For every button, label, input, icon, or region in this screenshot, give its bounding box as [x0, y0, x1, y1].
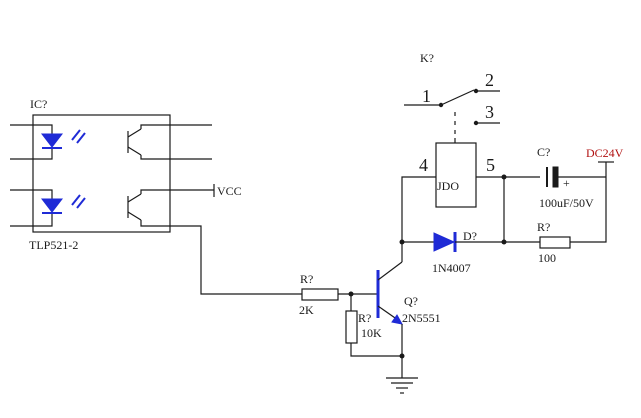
- resistor-base-ref: R?: [300, 272, 313, 286]
- diode-part: 1N4007: [432, 261, 471, 275]
- capacitor: + C? 100uF/50V: [537, 145, 594, 210]
- resistor-pulldown-ref: R?: [358, 311, 371, 325]
- capacitor-plus: +: [563, 176, 570, 190]
- relay-pin-1: 1: [422, 86, 431, 106]
- optocoupler-ref: IC?: [30, 97, 47, 111]
- capacitor-value: 100uF/50V: [539, 196, 594, 210]
- resistor-series-value: 100: [538, 251, 556, 265]
- relay-pin-2: 2: [485, 70, 494, 90]
- resistor-pulldown-value: 10K: [361, 326, 382, 340]
- phototransistor-channel-2: [127, 189, 170, 227]
- resistor-base: R? 2K: [299, 272, 378, 317]
- supply-dc24v: DC24V: [586, 146, 624, 177]
- junction-emitter: [399, 353, 405, 359]
- ground-icon: [386, 377, 418, 394]
- led-channel-2: [33, 189, 86, 227]
- resistor-series-ref: R?: [537, 220, 550, 234]
- capacitor-ref: C?: [537, 145, 550, 159]
- diode-ref: D?: [463, 229, 477, 243]
- optocoupler: IC? TLP521-2: [10, 97, 212, 252]
- resistor-series: R? 100: [537, 177, 607, 265]
- optocoupler-body: [32, 114, 171, 233]
- optocoupler-part: TLP521-2: [29, 238, 78, 252]
- relay-coil-body: [435, 142, 477, 208]
- transistor-ref: Q?: [404, 294, 418, 308]
- relay-pin-3: 3: [485, 102, 494, 122]
- diode-flyback: D? 1N4007: [402, 229, 540, 275]
- led-channel-1: [33, 124, 86, 160]
- relay-ref: K?: [420, 51, 434, 65]
- resistor-pulldown: R? 10K: [345, 294, 402, 357]
- transistor-part: 2N5551: [402, 311, 441, 325]
- vcc-rail: VCC: [170, 184, 242, 198]
- vcc-label: VCC: [217, 184, 242, 198]
- relay-pin-5: 5: [486, 155, 495, 175]
- resistor-base-value: 2K: [299, 303, 314, 317]
- phototransistor-channel-1: [127, 124, 170, 160]
- relay-coil-label: JDO: [437, 179, 459, 193]
- wire-opto-to-base: [170, 225, 302, 295]
- junction-collector: [399, 239, 405, 245]
- supply-label: DC24V: [586, 146, 624, 160]
- transistor-npn: Q? 2N5551: [376, 242, 441, 378]
- relay-pin-4: 4: [419, 155, 428, 175]
